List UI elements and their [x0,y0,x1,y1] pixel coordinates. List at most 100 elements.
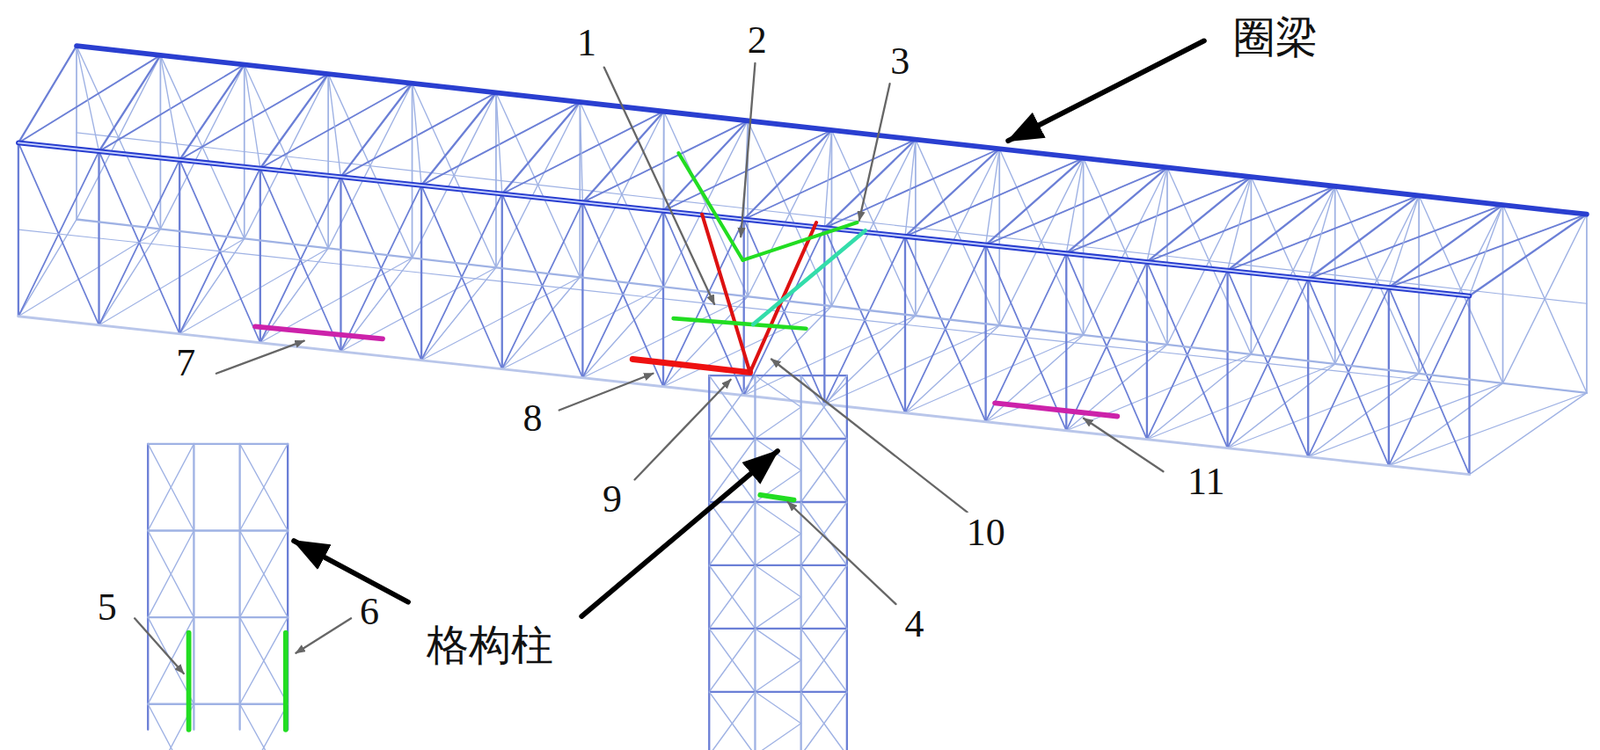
truss-member [421,92,497,185]
truss-member [1066,158,1083,254]
truss-member [147,529,288,532]
highlighted-member [283,633,289,731]
truss-member [579,102,583,203]
leader-line [604,67,715,305]
truss-member [708,692,755,750]
truss-member [18,229,100,239]
truss-member [801,502,848,566]
highlighted-member [632,359,750,373]
truss-member [905,245,987,414]
leader-line [771,359,968,513]
highlighted-member [994,402,1118,417]
truss-member [754,407,801,439]
truss-member [420,185,423,361]
truss-member [905,148,1000,237]
truss-member [905,158,1084,237]
truss-member [708,565,755,629]
truss-member [1227,176,1252,271]
truss-member [18,55,161,144]
leader-line [559,373,654,411]
truss-member [1503,214,1587,384]
callout-number: 3 [887,41,913,82]
highlighted-member [186,633,192,731]
truss-member [1418,204,1503,374]
truss-member [824,148,1000,228]
truss-member [1227,186,1336,271]
truss-member [1503,204,1587,394]
highlighted-member [255,326,383,339]
truss-member [708,502,755,566]
truss-member [1307,195,1419,279]
truss-member [1147,354,1251,440]
highlighted-member [759,495,794,501]
truss-member [502,102,581,194]
truss-member [801,438,848,503]
truss-member [240,704,289,750]
truss-member [76,45,161,229]
callout-number: 11 [1184,460,1228,502]
truss-member [421,185,503,370]
truss-member [328,160,412,171]
truss-member [1307,278,1309,457]
truss-member [1066,176,1251,254]
truss-member [240,617,289,705]
truss-member [99,151,181,335]
truss-member [502,277,581,369]
leader-line [788,502,897,605]
truss-member [179,73,329,161]
truss-member [1227,278,1309,448]
truss-member [905,236,987,423]
truss-member [1307,373,1419,458]
callout-number: 6 [357,591,382,633]
truss-member [754,692,801,724]
part-name: 格构柱 [423,622,556,667]
truss-member [260,176,342,344]
truss-member [340,83,412,177]
truss-member [1226,270,1228,449]
truss-member [340,176,422,361]
truss-member [260,255,342,265]
truss-member [579,102,664,287]
truss-member [1227,195,1420,271]
truss-member [1147,176,1251,263]
truss-member [501,194,504,370]
truss-member [708,628,755,693]
truss-member [582,111,664,203]
truss-member [339,176,342,352]
truss-member [412,83,423,186]
truss-member [340,92,496,177]
highlighted-member [673,318,807,329]
callout-number: 1 [574,22,600,64]
truss-member [17,142,20,316]
truss-member [986,158,1084,246]
truss-member [147,443,288,446]
truss-member [801,565,848,629]
truss-member [801,565,848,629]
truss-member [708,502,755,566]
truss-member [1066,342,1148,351]
truss-member [146,444,149,731]
truss-member [76,219,1587,394]
truss-member [1250,186,1335,355]
truss-member [754,533,801,566]
truss-member [259,168,262,343]
truss-member [744,307,826,317]
pointer-arrow [581,451,778,617]
truss-member [999,158,1083,326]
truss-member [708,501,848,504]
truss-member [240,444,289,532]
truss-member [801,502,848,566]
truss-member [1147,186,1336,263]
truss-member [1335,186,1419,374]
truss-member [1250,176,1335,365]
truss-member [99,65,245,153]
truss-member [801,692,848,750]
truss-member [421,267,497,360]
callout-number: 5 [94,587,120,629]
truss-member [18,142,1470,296]
truss-member [708,564,848,567]
truss-member [99,55,161,152]
leader-line [216,341,305,374]
leader-line [635,379,731,481]
